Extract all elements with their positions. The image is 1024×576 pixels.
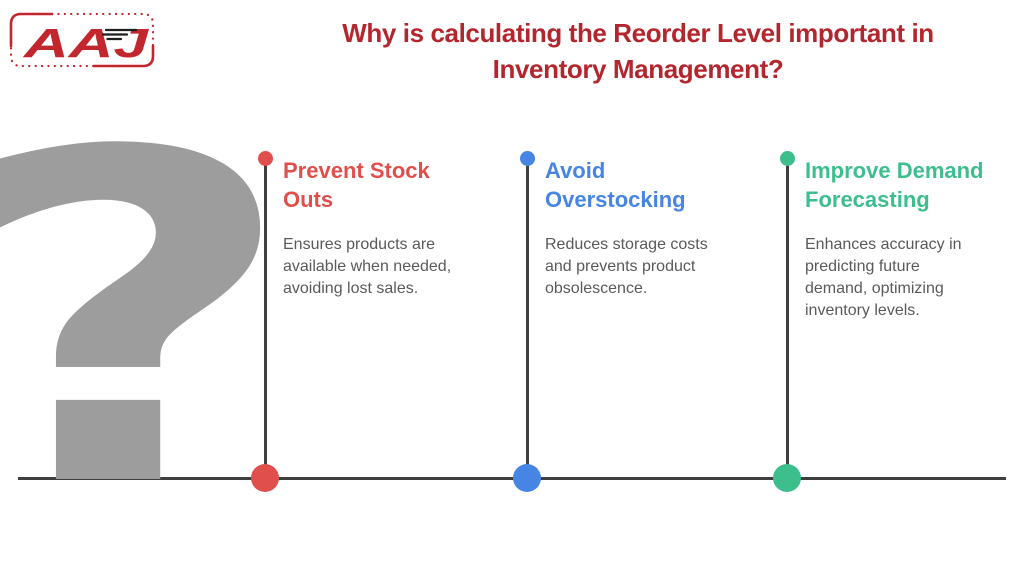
column-description-improve-demand-forecasting: Enhances accuracy in predicting future d… — [805, 236, 962, 319]
timeline-baseline — [18, 477, 1006, 480]
question-mark-glyph: ? — [0, 57, 299, 576]
baseline-dot-improve-demand-forecasting — [773, 464, 801, 492]
page-title-line2: Inventory Management? — [492, 54, 784, 84]
baseline-dot-avoid-overstocking — [513, 464, 541, 492]
page-title-line1: Why is calculating the Reorder Level imp… — [342, 18, 934, 48]
stem-line-avoid-overstocking — [526, 158, 529, 478]
baseline-dot-prevent-stock-outs — [251, 464, 279, 492]
top-dot-improve-demand-forecasting — [780, 151, 795, 166]
top-dot-prevent-stock-outs — [258, 151, 273, 166]
aaj-logo: AAJ — [9, 12, 155, 68]
top-dot-avoid-overstocking — [520, 151, 535, 166]
column-heading-prevent-stock-outs: Prevent Stock Outs — [283, 158, 430, 212]
question-mark-graphic: ? — [0, 57, 299, 576]
logo-wordmark: AAJ — [22, 20, 149, 66]
column-heading-avoid-overstocking: Avoid Overstocking — [545, 158, 686, 212]
column-heading-improve-demand-forecasting: Improve Demand Forecasting — [805, 158, 984, 212]
column-description-avoid-overstocking: Reduces storage costs and prevents produ… — [545, 236, 708, 297]
column-description-prevent-stock-outs: Ensures products are available when need… — [283, 236, 452, 297]
stem-line-improve-demand-forecasting — [786, 158, 789, 478]
logo-speed-lines-icon — [101, 28, 138, 41]
stem-line-prevent-stock-outs — [264, 158, 267, 478]
page-title: Why is calculating the Reorder Level imp… — [290, 15, 986, 87]
logo-border-corner-topleft — [9, 12, 54, 48]
logo-border-corner-bottomright — [92, 44, 155, 68]
